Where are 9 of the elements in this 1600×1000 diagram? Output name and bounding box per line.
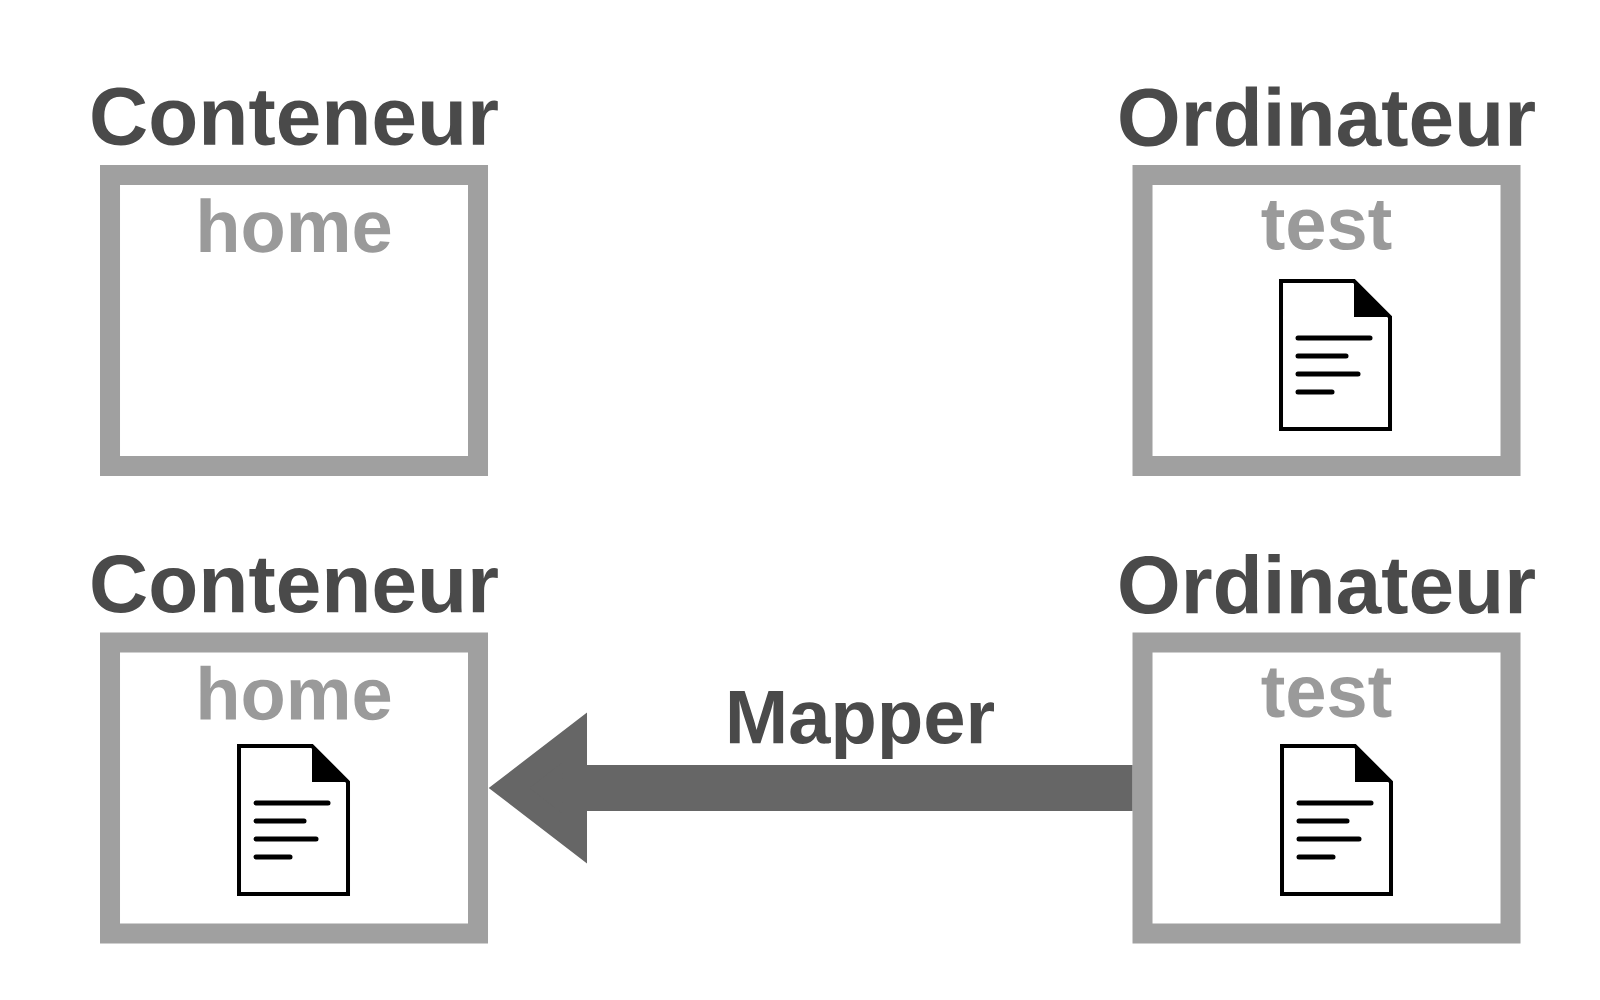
folder-box: home: [100, 632, 488, 944]
edge-label: Mapper: [722, 688, 998, 762]
box-heading: Conteneur: [92, 555, 498, 613]
folder-box: home: [100, 165, 488, 476]
box-heading: Ordinateur: [1120, 86, 1535, 147]
box-heading: Ordinateur: [1120, 553, 1535, 615]
folder-box: test: [1132, 165, 1521, 476]
box-heading: Conteneur: [92, 87, 498, 146]
folder-box: test: [1132, 632, 1521, 944]
